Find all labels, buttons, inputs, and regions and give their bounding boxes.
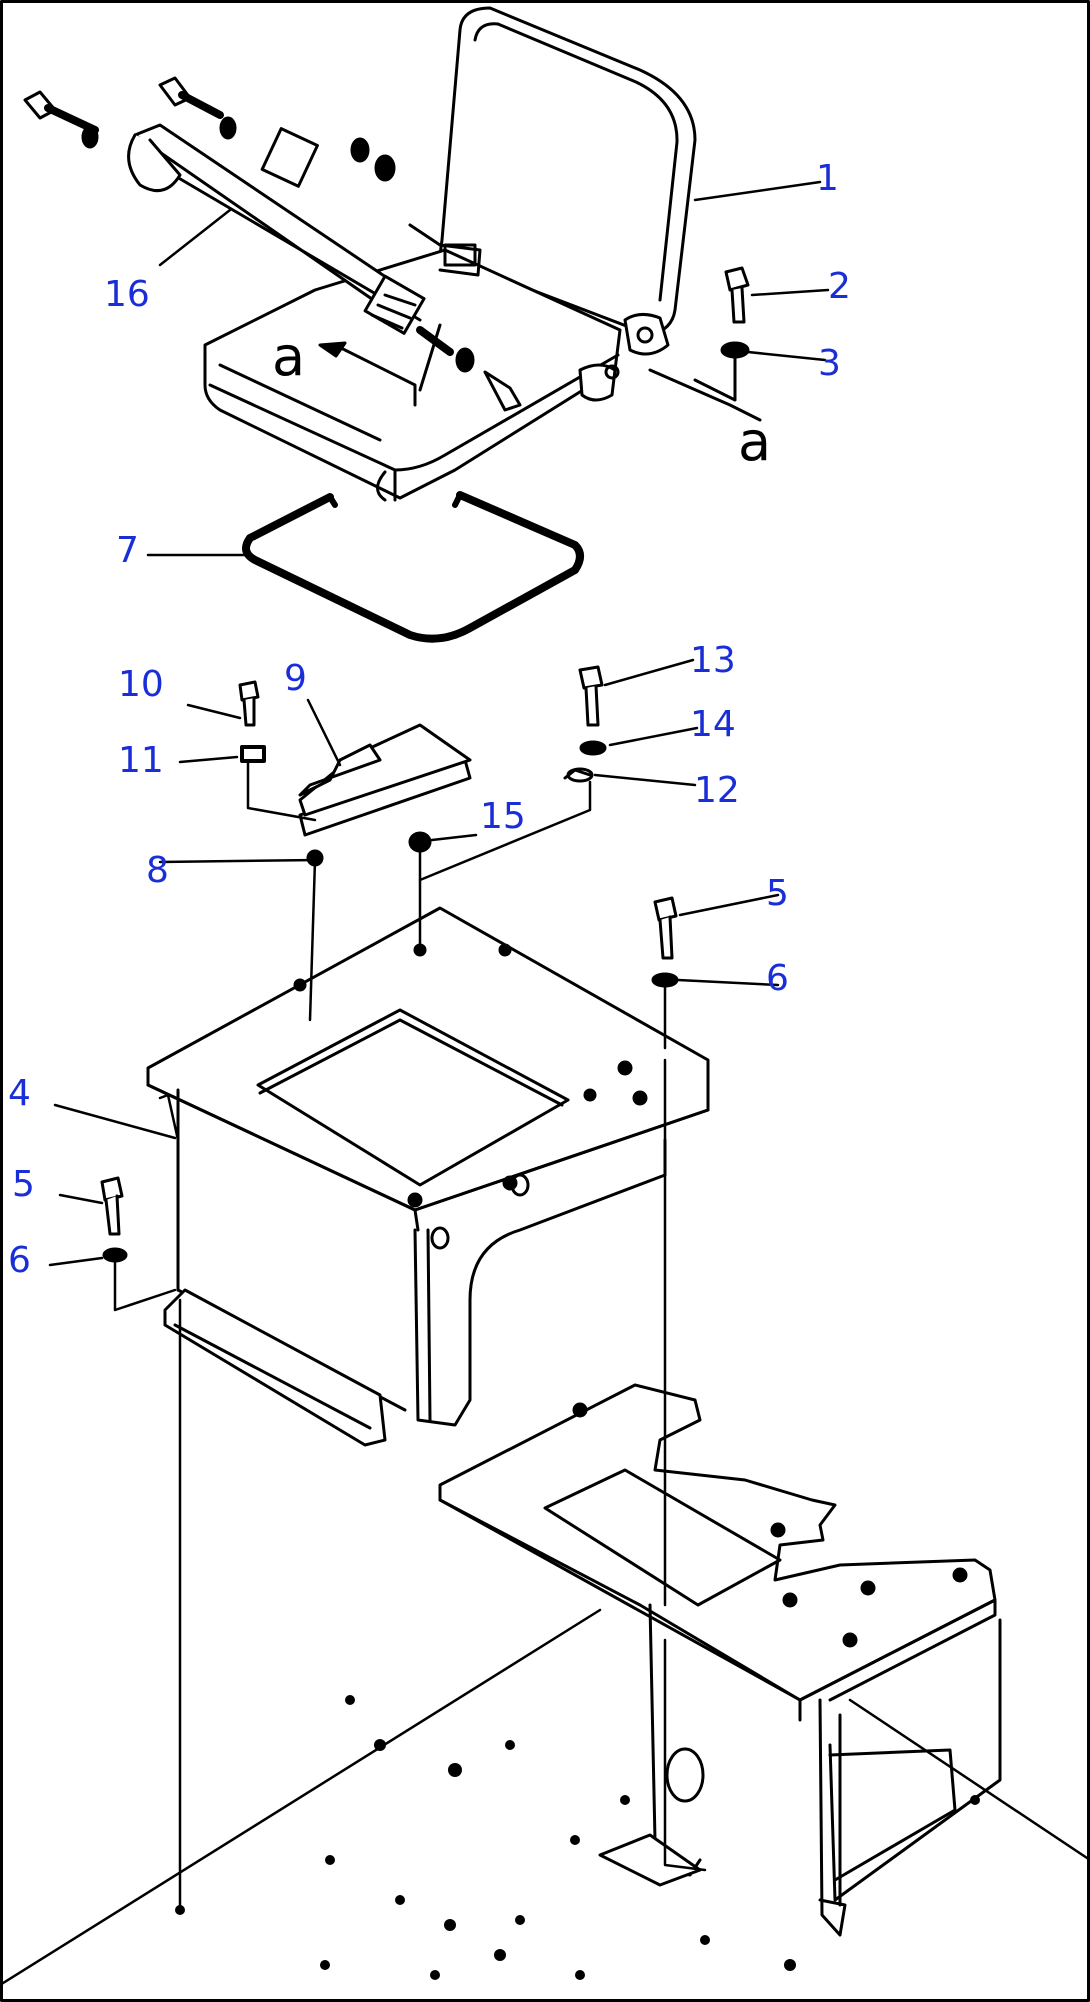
callout-1: 1 bbox=[816, 158, 839, 199]
callout-7: 7 bbox=[116, 530, 139, 571]
view-markers: a a bbox=[272, 325, 771, 473]
callout-15: 15 bbox=[480, 796, 526, 837]
callout-3: 3 bbox=[818, 343, 841, 384]
seat-assembly bbox=[23, 6, 762, 502]
callout-4: 4 bbox=[8, 1073, 31, 1114]
leader-lines bbox=[48, 180, 830, 1267]
view-marker-left: a bbox=[272, 325, 305, 388]
cover-plate bbox=[298, 723, 472, 867]
callout-labels: 1 2 3 4 5 5 6 6 7 8 9 10 11 12 13 14 15 … bbox=[8, 158, 851, 1281]
callout-5-right: 5 bbox=[766, 873, 789, 914]
callout-8: 8 bbox=[146, 850, 169, 891]
callout-9: 9 bbox=[284, 658, 307, 699]
seat-stand bbox=[146, 906, 710, 1447]
view-marker-right: a bbox=[738, 410, 771, 473]
callout-6-right: 6 bbox=[766, 958, 789, 999]
assembly-lines bbox=[113, 760, 707, 1912]
callout-10: 10 bbox=[118, 664, 164, 705]
rail-fasteners bbox=[23, 76, 522, 412]
callout-14: 14 bbox=[690, 704, 736, 745]
floor-frame bbox=[0, 1383, 1090, 1987]
fasteners bbox=[100, 266, 750, 1263]
seal-gasket bbox=[242, 491, 584, 643]
callout-5-left: 5 bbox=[12, 1164, 35, 1205]
callout-16: 16 bbox=[104, 274, 150, 315]
floor-bolts bbox=[175, 1695, 980, 1980]
callout-6-left: 6 bbox=[8, 1240, 31, 1281]
callout-11: 11 bbox=[118, 740, 164, 781]
callout-12: 12 bbox=[694, 770, 740, 811]
callout-13: 13 bbox=[690, 640, 736, 681]
callout-2: 2 bbox=[828, 266, 851, 307]
